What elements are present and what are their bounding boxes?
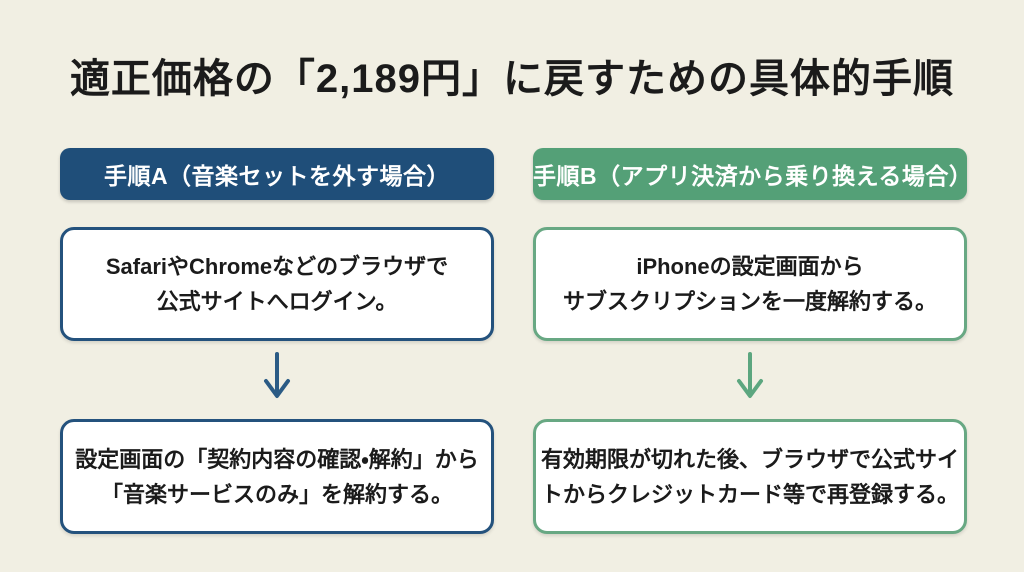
procedure-b-step-2-box: 有効期限が切れた後、ブラウザで公式サイ トからクレジットカード等で再登録する。 [533,419,967,534]
step-text-line: 設定画面の「契約内容の確認・解約」から [75,446,479,472]
page-title: 適正価格の「2,189円」に戻すための具体的手順 [69,57,955,101]
down-arrow-icon [533,341,967,419]
procedure-columns: 手順A（音楽セットを外す場合） SafariやChromeなどのブラウザで 公式… [60,148,972,534]
procedure-b-step-1-box: iPhoneの設定画面から サブスクリプションを一度解約する。 [533,227,967,341]
procedure-b-header: 手順B（アプリ決済から乗り換える場合） [533,148,972,200]
column-procedure-b: 手順B（アプリ決済から乗り換える場合） iPhoneの設定画面から サブスクリプ… [533,148,972,534]
procedure-a-header: 手順A（音楽セットを外す場合） [60,148,494,200]
step-text-line: サブスクリプションを一度解約する。 [562,289,937,314]
procedure-a-step-1-box: SafariやChromeなどのブラウザで 公式サイトへログイン。 [60,227,494,341]
procedure-a-step-2-box: 設定画面の「契約内容の確認・解約」から 「音楽サービスのみ」を解約する。 [60,419,494,534]
step-text-line: iPhoneの設定画面から [636,254,864,279]
step-text-line: 有効期限が切れた後、ブラウザで公式サイ [540,446,959,472]
step-text-line: SafariやChromeなどのブラウザで [105,254,449,279]
step-text-line: トからクレジットカード等で再登録する。 [540,481,959,507]
step-text-line: 「音楽サービスのみ」を解約する。 [100,481,453,507]
column-procedure-a: 手順A（音楽セットを外す場合） SafariやChromeなどのブラウザで 公式… [60,148,494,534]
down-arrow-icon [60,341,494,419]
step-text-line: 公式サイトへログイン。 [156,289,398,314]
